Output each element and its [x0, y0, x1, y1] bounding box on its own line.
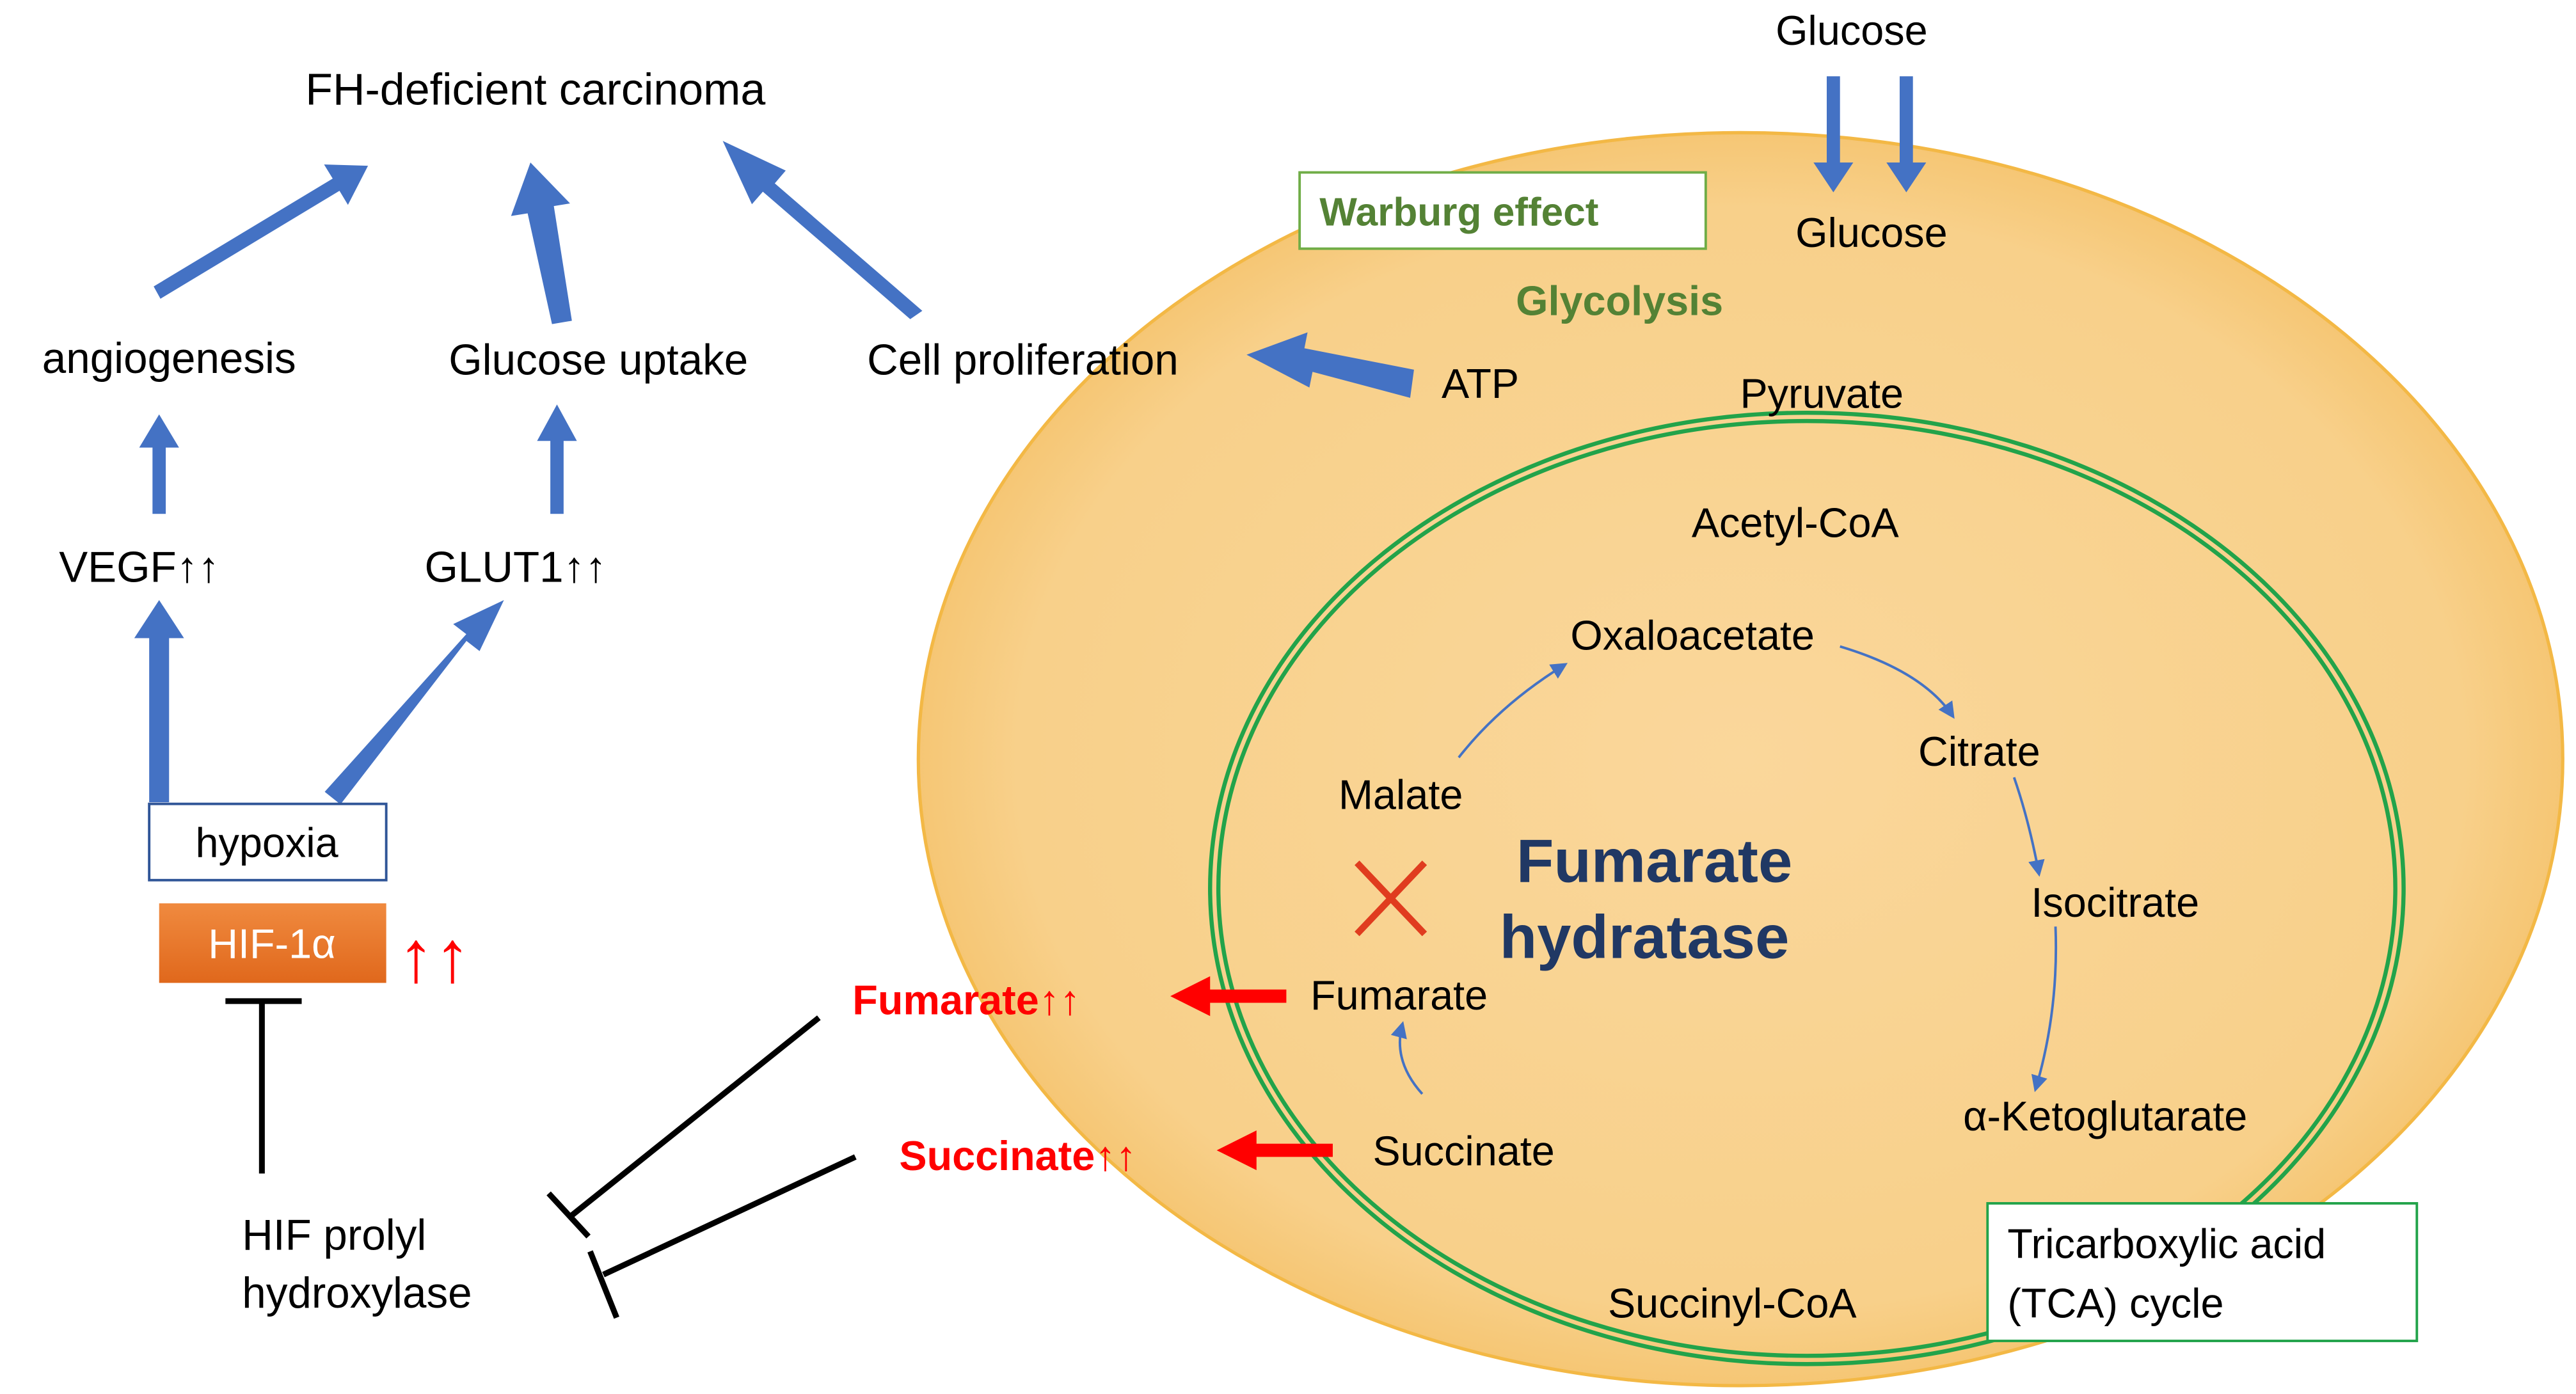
warburg-box [1298, 171, 1707, 250]
glucose-entry-arrows [1813, 76, 1927, 193]
hypoxia-box [148, 802, 388, 882]
arrow-succinate-out [1216, 1130, 1333, 1171]
tca-cycle-arrows [1390, 645, 2058, 1095]
acetyl-coa-label: Acetyl-CoA [1692, 499, 1900, 546]
arrow-hypoxia-to-glut1 [324, 599, 504, 805]
carcinoma-title: FH-deficient carcinoma [305, 64, 765, 114]
glycolysis-label: Glycolysis [1516, 277, 1723, 324]
accumulation-arrows [1170, 976, 1333, 1171]
cell-body [916, 131, 2564, 1388]
oxaloacetate-label: Oxaloacetate [1570, 612, 1815, 659]
arrow-hypoxia-to-vegf [134, 599, 184, 803]
warburg-label: Warburg effect [1319, 190, 1598, 234]
tca-box [1986, 1202, 2419, 1342]
inhibit-succinate-to-prolyl [602, 1154, 857, 1278]
glut1-label: GLUT1↑↑ [425, 543, 607, 591]
cell-proliferation-label: Cell proliferation [867, 337, 1179, 384]
glucose-inside-label: Glucose [1795, 209, 1948, 256]
prolyl-line1: HIF prolyl [242, 1212, 426, 1260]
citrate-label: Citrate [1918, 728, 2040, 775]
hif-up-arrows: ↑↑ [398, 916, 471, 997]
enzyme-line2: hydratase [1500, 903, 1790, 972]
prolyl-line2: hydroxylase [242, 1269, 472, 1317]
malate-label: Malate [1339, 771, 1463, 818]
arrow-atp-to-proliferation [1246, 332, 1414, 398]
hif-label: HIF-1α [208, 921, 335, 967]
arrow-vegf-to-angiogenesis [139, 414, 179, 514]
hypoxia-label: hypoxia [196, 820, 339, 866]
hif-box [159, 903, 386, 983]
glucose-uptake-label: Glucose uptake [449, 337, 748, 384]
arrow-glucose-uptake-to-carcinoma [511, 162, 572, 324]
fumarate-accumulated: Fumarate↑↑ [852, 977, 1080, 1024]
pyruvate-label: Pyruvate [1740, 370, 1904, 416]
atp-label: ATP [1442, 360, 1519, 407]
tca-box-line1: Tricarboxylic acid [2007, 1220, 2326, 1267]
outcome-arrows [134, 141, 1414, 805]
isocitrate-label: Isocitrate [2031, 879, 2199, 926]
succinate-label: Succinate [1372, 1127, 1554, 1174]
arrow-glut1-to-uptake [537, 404, 577, 514]
fumarate-label: Fumarate [1310, 972, 1488, 1018]
enzyme-line1: Fumarate [1516, 827, 1792, 895]
arrow-fumarate-out [1170, 976, 1287, 1017]
arrow-angiogenesis-to-carcinoma [154, 164, 369, 299]
mitochondria-ring [1207, 410, 2406, 1366]
succinate-accumulated: Succinate↑↑ [899, 1132, 1136, 1179]
angiogenesis-label: angiogenesis [42, 335, 296, 383]
succinyl-coa-label: Succinyl-CoA [1608, 1280, 1857, 1327]
blocked-step-x-icon [1355, 860, 1427, 937]
tca-box-line2: (TCA) cycle [2007, 1280, 2223, 1327]
vegf-label: VEGF↑↑ [59, 543, 219, 591]
arrow-proliferation-to-carcinoma [722, 141, 923, 319]
inhibition-lines [225, 998, 857, 1319]
glucose-outside-label: Glucose [1776, 7, 1928, 54]
alpha-kg-label: α-Ketoglutarate [1963, 1093, 2247, 1139]
inhibit-fumarate-to-prolyl [568, 1015, 821, 1219]
